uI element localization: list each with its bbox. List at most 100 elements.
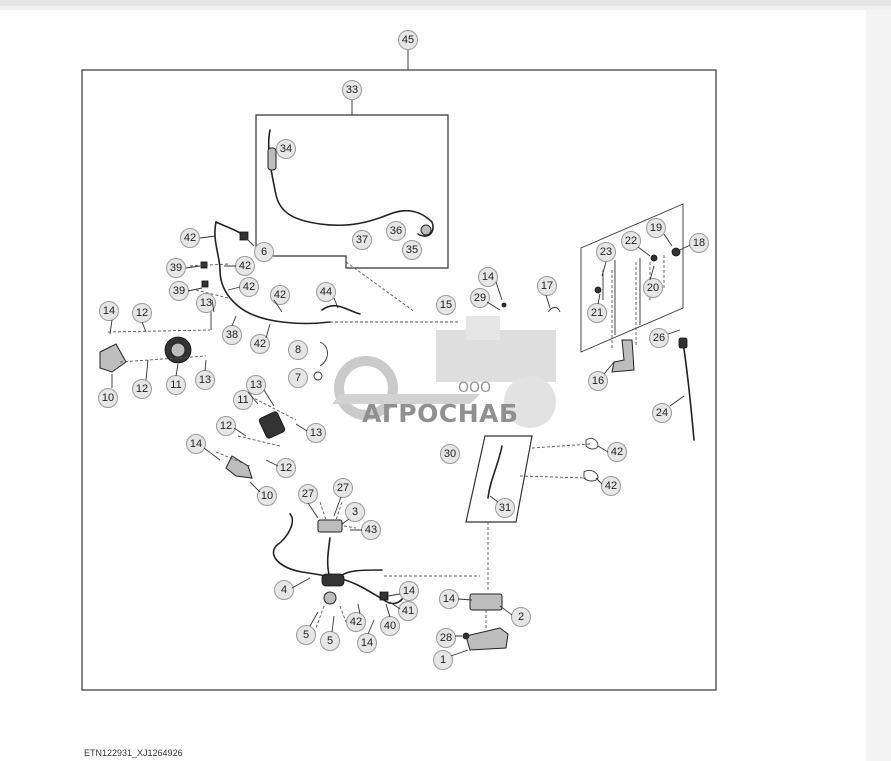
svg-text:42: 42 (274, 289, 286, 301)
callout-11b: 11 (233, 390, 253, 410)
callout-27b: 27 (333, 478, 353, 498)
svg-text:33: 33 (346, 84, 358, 96)
figure-reference: ETN122931_XJ1264926 (84, 748, 183, 758)
svg-text:36: 36 (390, 225, 402, 237)
callout-23: 23 (596, 242, 616, 262)
svg-text:42: 42 (611, 446, 623, 458)
callout-8: 8 (288, 340, 308, 360)
callout-15: 15 (436, 295, 456, 315)
svg-text:11: 11 (237, 394, 248, 406)
callout-13b: 13 (195, 370, 215, 390)
svg-text:27: 27 (302, 488, 314, 500)
harness-38 (214, 221, 331, 325)
callout-14c: 14 (478, 267, 498, 287)
svg-text:40: 40 (384, 620, 396, 632)
module-2 (469, 593, 503, 611)
svg-text:44: 44 (320, 286, 332, 298)
rod-24-head (678, 337, 688, 349)
callout-19: 19 (646, 218, 666, 238)
svg-text:42: 42 (605, 480, 617, 492)
callout-14e: 14 (357, 633, 377, 653)
dash-30 (487, 443, 591, 590)
callout-11a: 11 (166, 375, 186, 395)
svg-text:12: 12 (136, 307, 148, 319)
svg-text:37: 37 (356, 234, 368, 246)
callout-37: 37 (352, 230, 372, 250)
callout-12a: 12 (132, 303, 152, 323)
svg-text:28: 28 (440, 632, 452, 644)
svg-text:18: 18 (693, 237, 705, 249)
connector-41 (379, 591, 389, 601)
callout-42b: 42 (235, 256, 255, 276)
callout-1: 1 (433, 650, 453, 670)
dash-39 (189, 263, 229, 299)
svg-text:5: 5 (303, 629, 309, 641)
harness-4-branch (326, 537, 383, 579)
callout-28: 28 (436, 628, 456, 648)
watermark-tractor-cab (466, 316, 500, 340)
svg-text:42: 42 (254, 338, 266, 350)
callout-16: 16 (588, 371, 608, 391)
callout-22: 22 (621, 231, 641, 251)
callout-26: 26 (649, 328, 669, 348)
fastener-21 (594, 286, 602, 294)
bracket-1 (465, 627, 509, 651)
svg-text:39: 39 (173, 285, 185, 297)
part-8 (319, 341, 328, 367)
callout-14b: 14 (186, 434, 206, 454)
callout-42c: 42 (239, 277, 259, 297)
svg-text:30: 30 (444, 448, 456, 460)
callout-4: 4 (274, 580, 294, 600)
svg-text:34: 34 (280, 143, 292, 155)
dash-speaker-top (107, 329, 211, 363)
svg-text:14: 14 (361, 637, 373, 649)
part-7 (313, 371, 323, 381)
callout-30: 30 (440, 444, 460, 464)
svg-text:12: 12 (280, 462, 292, 474)
outer-frame (81, 69, 717, 691)
rod-24 (682, 341, 695, 441)
svg-text:5: 5 (327, 635, 333, 647)
speaker-11b (258, 411, 286, 439)
callout-27a: 27 (298, 484, 318, 504)
callout-42h: 42 (346, 612, 366, 632)
callout-14f: 14 (439, 589, 459, 609)
connector-6 (239, 231, 249, 241)
callout-6: 6 (254, 242, 274, 262)
svg-text:26: 26 (653, 332, 665, 344)
callout-34: 34 (276, 139, 296, 159)
callout-5b: 5 (320, 631, 340, 651)
callout-7: 7 (288, 368, 308, 388)
callout-14d: 14 (399, 581, 419, 601)
callout-43: 43 (361, 520, 381, 540)
watermark-tractor-wheel (504, 376, 556, 428)
svg-text:13: 13 (250, 379, 262, 391)
speaker-11-cone (170, 342, 186, 358)
inset-frame-30 (465, 435, 533, 523)
svg-text:10: 10 (261, 490, 273, 502)
callout-39a: 39 (166, 258, 186, 278)
callout-42e: 42 (250, 334, 270, 354)
brackets-inset-18 (602, 258, 641, 335)
harness-38-branch (215, 221, 243, 235)
svg-text:23: 23 (600, 246, 612, 258)
callout-24: 24 (652, 403, 672, 423)
svg-text:35: 35 (406, 244, 418, 256)
callout-21: 21 (587, 303, 607, 323)
svg-text:14: 14 (443, 593, 455, 605)
connector-4-hub (321, 573, 345, 587)
callout-20: 20 (643, 278, 663, 298)
harness-31 (487, 445, 503, 499)
svg-text:12: 12 (136, 383, 148, 395)
bracket-3 (317, 519, 343, 533)
harness-44 (321, 305, 361, 315)
svg-text:29: 29 (474, 292, 486, 304)
inset-frame-18 (580, 203, 684, 353)
callout-12b: 12 (132, 379, 152, 399)
svg-text:14: 14 (403, 585, 415, 597)
callout-42f: 42 (607, 442, 627, 462)
watermark-small-text: ООО (458, 380, 491, 396)
connector-35 (420, 224, 432, 236)
watermark-big-text: АГРОСНАБ (362, 399, 519, 428)
svg-text:7: 7 (295, 372, 301, 384)
